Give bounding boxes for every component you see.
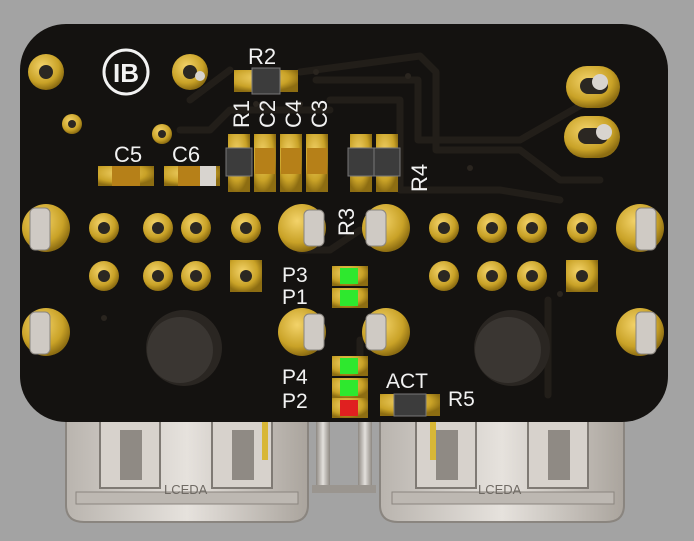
led-p2 — [332, 398, 368, 418]
label-r3: R3 — [334, 208, 359, 236]
shield-pad-center-br — [362, 308, 410, 356]
mount-pad-top-mid — [172, 54, 208, 90]
led-green-2 — [332, 378, 368, 398]
usb-left-pins-row1 — [89, 213, 261, 243]
label-r1: R1 — [229, 100, 254, 128]
small-pad — [62, 114, 82, 134]
usb-right-pins-row1 — [429, 213, 597, 243]
label-c2: C2 — [255, 100, 280, 128]
led-p4 — [332, 356, 368, 376]
shield-pad-right-bottom — [616, 308, 664, 356]
watermark-left: LCEDA — [164, 482, 208, 497]
silkscreen-labels: R2 C5 C6 R1 C2 C4 C3 R4 R3 P3 P1 P4 P2 A… — [114, 44, 475, 413]
usb-right-pins-row2 — [429, 260, 598, 292]
watermark-right: LCEDA — [478, 482, 522, 497]
logo-text: IB — [113, 58, 139, 88]
center-connector-pins — [312, 420, 376, 493]
smd-vertical-group — [225, 134, 328, 192]
smd-c6 — [164, 166, 220, 186]
shield-pad-center-tr — [362, 204, 410, 252]
label-p3: P3 — [282, 264, 308, 287]
smd-c5 — [98, 166, 154, 186]
usb-connector-left — [65, 419, 309, 523]
label-act: ACT — [386, 370, 428, 393]
label-c6: C6 — [172, 142, 200, 167]
shield-pad-center-bl — [278, 308, 326, 356]
label-p2: P2 — [282, 390, 308, 413]
shield-pad-left-bottom — [22, 308, 70, 356]
shield-pad-left-top — [22, 204, 70, 252]
mount-pad-top-left — [28, 54, 64, 90]
label-p1: P1 — [282, 286, 308, 309]
led-p1 — [332, 288, 368, 308]
label-c5: C5 — [114, 142, 142, 167]
connector-watermarks: LCEDA LCEDA — [164, 482, 522, 497]
th-pads — [22, 54, 664, 356]
shield-pad-right-top — [616, 204, 664, 252]
mounting-holes — [146, 310, 550, 386]
smd-act-r5 — [380, 393, 440, 417]
oval-pad-bottom — [564, 116, 620, 158]
label-c4: C4 — [281, 100, 306, 128]
smd-r4-pair — [347, 134, 401, 192]
oval-pad-top — [566, 66, 620, 108]
label-r2: R2 — [248, 44, 276, 69]
label-r5: R5 — [448, 388, 475, 411]
label-c3: C3 — [307, 100, 332, 128]
usb-connector-right — [379, 419, 625, 523]
smd-r2 — [234, 67, 298, 95]
shield-pad-center-tl — [278, 204, 326, 252]
led-p3 — [332, 266, 368, 286]
label-p4: P4 — [282, 366, 308, 389]
label-r4: R4 — [407, 164, 432, 192]
small-pad — [152, 124, 172, 144]
logo-badge: IB — [102, 48, 150, 96]
usb-left-pins-row2 — [89, 260, 262, 292]
